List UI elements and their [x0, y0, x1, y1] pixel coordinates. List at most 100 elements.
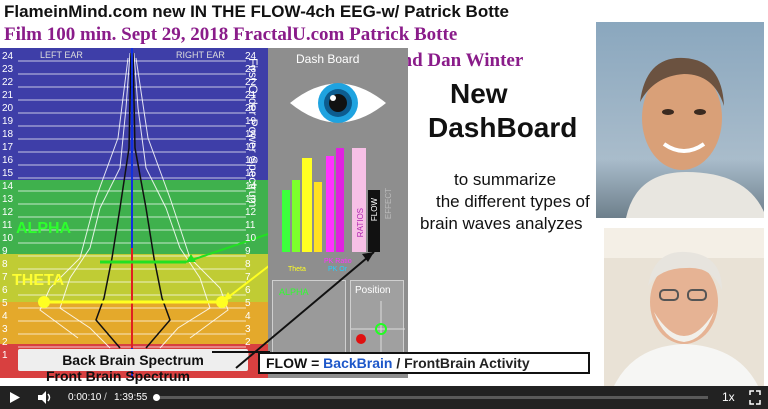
- row-label: 20: [245, 103, 257, 114]
- row-label: 4: [2, 311, 8, 322]
- flow-formula: FLOW = BackBrain / FrontBrain Activity: [258, 352, 590, 374]
- row-label: 23: [245, 64, 257, 75]
- row-label: 24: [2, 51, 14, 62]
- row-label: 9: [245, 246, 251, 257]
- alpha-mini-label: ALPHA: [279, 287, 309, 297]
- title-line-3: and Dan Winter: [392, 50, 524, 71]
- row-label: 14: [2, 181, 14, 192]
- summary-line-3: brain waves analyzes: [420, 214, 583, 233]
- row-label: 22: [245, 77, 257, 88]
- alpha-position-box: ALPHA: [272, 280, 346, 354]
- theta-mini-label: Theta: [288, 266, 306, 273]
- summary-line-1: to summarize: [454, 170, 557, 189]
- eye-icon: [290, 83, 386, 123]
- row-label: 21: [245, 90, 257, 101]
- pk-ratio-bar-2: [336, 148, 344, 252]
- row-label: 5: [245, 298, 251, 309]
- row-label: 17: [2, 142, 14, 153]
- row-label: 24: [245, 51, 257, 62]
- flow-formula-back: BackBrain: [323, 355, 393, 371]
- row-label: 12: [2, 207, 14, 218]
- ratios-bar: [352, 148, 366, 252]
- flow-formula-rest: FrontBrain Activity: [404, 355, 530, 371]
- row-label: 15: [2, 168, 14, 179]
- pk-ratio-bar: [326, 156, 334, 252]
- right-ear-label: RIGHT EAR: [176, 50, 225, 60]
- video-player-controls: 0:00:10 / 1:39:55 1x: [0, 386, 768, 409]
- theta-bar-2: [314, 182, 322, 252]
- alpha-bar-2: [292, 180, 300, 252]
- alpha-label: ALPHA: [16, 220, 72, 237]
- row-label: 10: [2, 233, 14, 244]
- flow-formula-slash: /: [392, 355, 405, 371]
- dashboard-title: Dash Board: [296, 52, 360, 66]
- row-label: 4: [245, 311, 251, 322]
- play-icon[interactable]: [8, 386, 22, 409]
- row-label: 16: [245, 155, 257, 166]
- row-label: 11: [2, 220, 13, 231]
- current-time: 0:00:10: [68, 392, 102, 403]
- position-title: Position: [355, 285, 391, 296]
- fullscreen-icon[interactable]: [748, 386, 762, 409]
- row-label: 17: [245, 142, 257, 153]
- row-label: 2: [2, 337, 8, 348]
- row-label: 11: [245, 220, 256, 231]
- row-label: 7: [2, 272, 8, 283]
- row-label: 3: [2, 324, 8, 335]
- eeg-spectrum-panel: LEFT EAR RIGHT EAR 24 23 22 21 20 19 18 …: [0, 48, 268, 378]
- front-brain-label: Front Brain Spectrum: [46, 368, 190, 384]
- row-label: 15: [245, 168, 257, 179]
- summary-line-2: the different types of: [436, 192, 590, 211]
- title-line-2: Film 100 min. Sept 29, 2018 FractalU.com…: [4, 24, 458, 45]
- row-label: 14: [245, 181, 257, 192]
- row-label: 7: [245, 272, 251, 283]
- row-label: 21: [2, 90, 14, 101]
- row-label: 18: [2, 129, 14, 140]
- row-label: 6: [2, 285, 8, 296]
- speed-button[interactable]: 1x: [722, 390, 735, 404]
- dashboard-heading: DashBoard: [428, 112, 578, 143]
- row-label: 19: [245, 116, 257, 127]
- row-label: 10: [245, 233, 257, 244]
- pk-ratio-label: PK Ratio: [324, 258, 352, 265]
- flow-bar: [368, 190, 380, 252]
- position-box: Position: [350, 280, 405, 354]
- row-label: 8: [245, 259, 251, 270]
- total-time: 1:39:55: [114, 392, 148, 403]
- position-crosshair: [351, 301, 405, 353]
- row-label: 5: [2, 298, 8, 309]
- flow-formula-lhs: FLOW =: [266, 355, 324, 371]
- row-label: 6: [245, 285, 251, 296]
- row-label: 13: [2, 194, 14, 205]
- row-label: 2: [245, 337, 251, 348]
- row-label: 1: [2, 350, 8, 361]
- row-label: 12: [245, 207, 257, 218]
- theta-bar: [302, 158, 312, 252]
- dan-winter-photo: [604, 228, 764, 386]
- spectrum-lines: [18, 48, 268, 378]
- progress-bar[interactable]: [152, 394, 708, 401]
- row-label: 22: [2, 77, 14, 88]
- row-label: 23: [2, 64, 14, 75]
- row-label: 16: [2, 155, 14, 166]
- new-heading: New: [450, 78, 508, 109]
- row-label: 13: [245, 194, 257, 205]
- back-brain-label: Back Brain Spectrum: [18, 349, 248, 371]
- patrick-botte-photo: [596, 22, 764, 218]
- dashboard-panel: Dash Board RATIOS FLOW EFFECT Theta PK R…: [268, 48, 408, 378]
- progress-knob[interactable]: [152, 394, 160, 401]
- time-separator: /: [104, 392, 107, 403]
- row-label: 19: [2, 116, 14, 127]
- row-label: 9: [2, 246, 8, 257]
- band-theta: [0, 302, 268, 344]
- title-line-1: FlameinMind.com new IN THE FLOW-4ch EEG-…: [4, 2, 509, 21]
- row-label: 3: [245, 324, 251, 335]
- pk-or-label: PK Or: [328, 266, 348, 273]
- row-label: 8: [2, 259, 8, 270]
- row-label: 18: [245, 129, 257, 140]
- volume-icon[interactable]: [36, 386, 54, 409]
- theta-label: THETA: [12, 272, 65, 289]
- left-ear-label: LEFT EAR: [40, 50, 83, 60]
- row-label: 20: [2, 103, 14, 114]
- alpha-bar: [282, 190, 290, 252]
